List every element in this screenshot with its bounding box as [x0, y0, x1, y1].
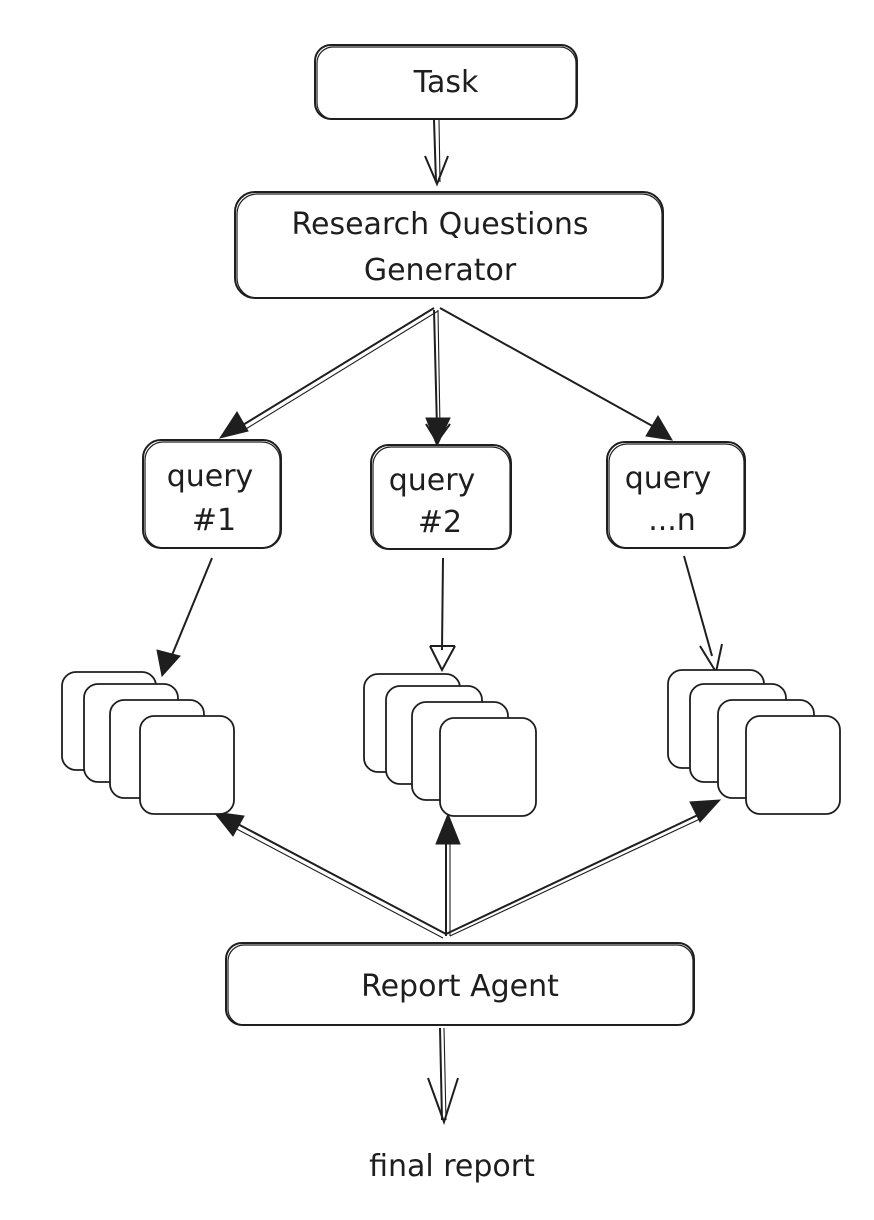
query-2-label-line-2: #2 [418, 505, 462, 540]
node-generator: Research Questions Generator [234, 191, 664, 299]
edge-report-agent-to-final-report [427, 1027, 459, 1126]
query-1-label-line-1: query [167, 459, 254, 494]
node-query-1: query #1 [142, 439, 282, 549]
document-1d [139, 715, 235, 815]
query-2-label-line-1: query [389, 463, 476, 498]
edge-report-agent-to-documents-1 [212, 811, 447, 939]
document-nd [745, 715, 841, 815]
edge-task-to-generator [424, 119, 449, 187]
query-n-label-line-1: query [625, 461, 712, 496]
node-query-n: query ...n [606, 441, 746, 549]
query-n-label-line-2: ...n [648, 503, 696, 538]
edge-report-agent-to-documents-2 [435, 812, 461, 936]
edge-report-agent-to-documents-n [445, 799, 722, 937]
query-1-label-line-2: #1 [192, 503, 236, 538]
documents-stack-n [667, 669, 841, 815]
edge-query-2-to-documents-2 [429, 557, 456, 673]
node-query-2: query #2 [370, 444, 512, 550]
node-task: Task [314, 44, 578, 120]
generator-label-line-1: Research Questions [292, 207, 589, 242]
documents-stack-1 [61, 671, 235, 815]
edge-generator-to-query-1 [218, 307, 439, 439]
documents-stack-2 [363, 673, 537, 817]
edge-query-1-to-documents-1 [156, 557, 213, 678]
report-agent-label: Report Agent [361, 969, 559, 1004]
edge-generator-to-query-2 [425, 309, 451, 448]
node-report-agent: Report Agent [225, 942, 695, 1026]
task-label: Task [413, 65, 479, 100]
generator-label-line-2: Generator [364, 253, 517, 288]
edge-query-n-to-documents-n [683, 555, 723, 675]
document-2d [439, 717, 537, 817]
edge-generator-to-query-n [439, 307, 673, 441]
final-report: final report [369, 1149, 535, 1184]
final-report-label: final report [369, 1149, 535, 1184]
